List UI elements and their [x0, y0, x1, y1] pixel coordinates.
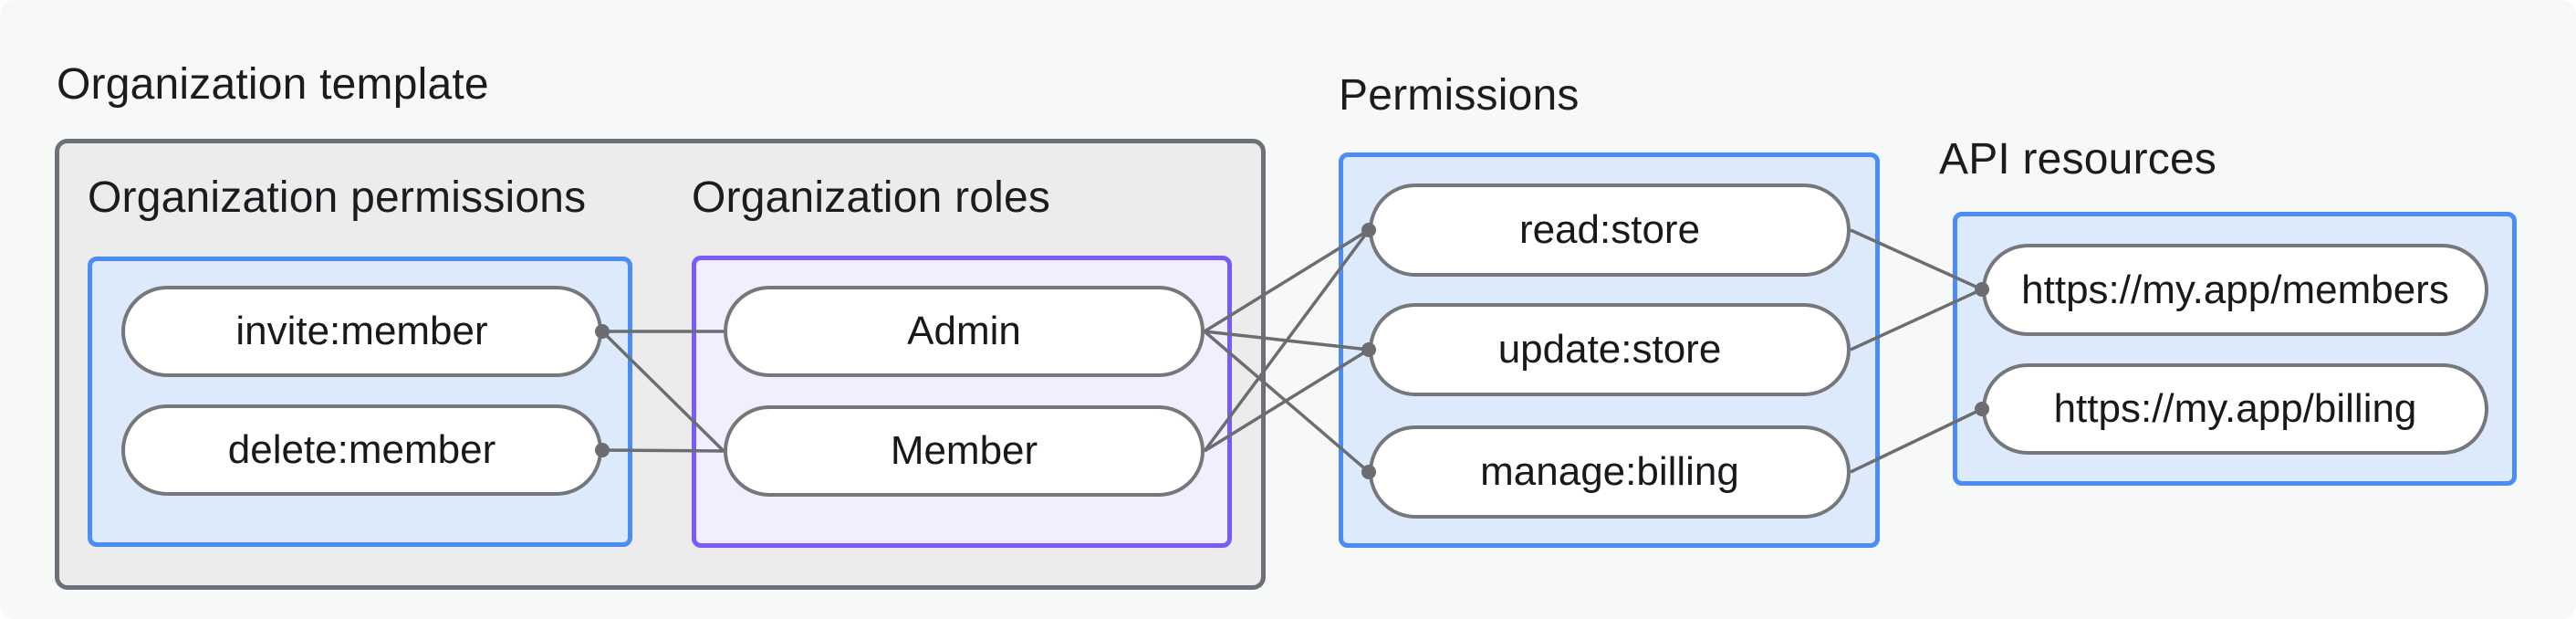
api-resources-title: API resources — [1939, 135, 2217, 184]
node-read-store: read:store — [1369, 184, 1851, 277]
node-delete-member: delete:member — [121, 404, 602, 496]
node-update-store: update:store — [1369, 303, 1851, 396]
organization-template-title: Organization template — [57, 60, 489, 109]
node-invite-member: invite:member — [121, 286, 602, 377]
organization-roles-title: Organization roles — [692, 173, 1051, 222]
node-member-role: Member — [724, 405, 1205, 497]
node-admin-role: Admin — [724, 286, 1205, 377]
permissions-title: Permissions — [1339, 71, 1580, 120]
node-manage-billing: manage:billing — [1369, 425, 1851, 519]
node-api-billing-url: https://my.app/billing — [1982, 363, 2488, 455]
organization-permissions-title: Organization permissions — [88, 173, 587, 222]
node-api-members-url: https://my.app/members — [1982, 244, 2488, 336]
